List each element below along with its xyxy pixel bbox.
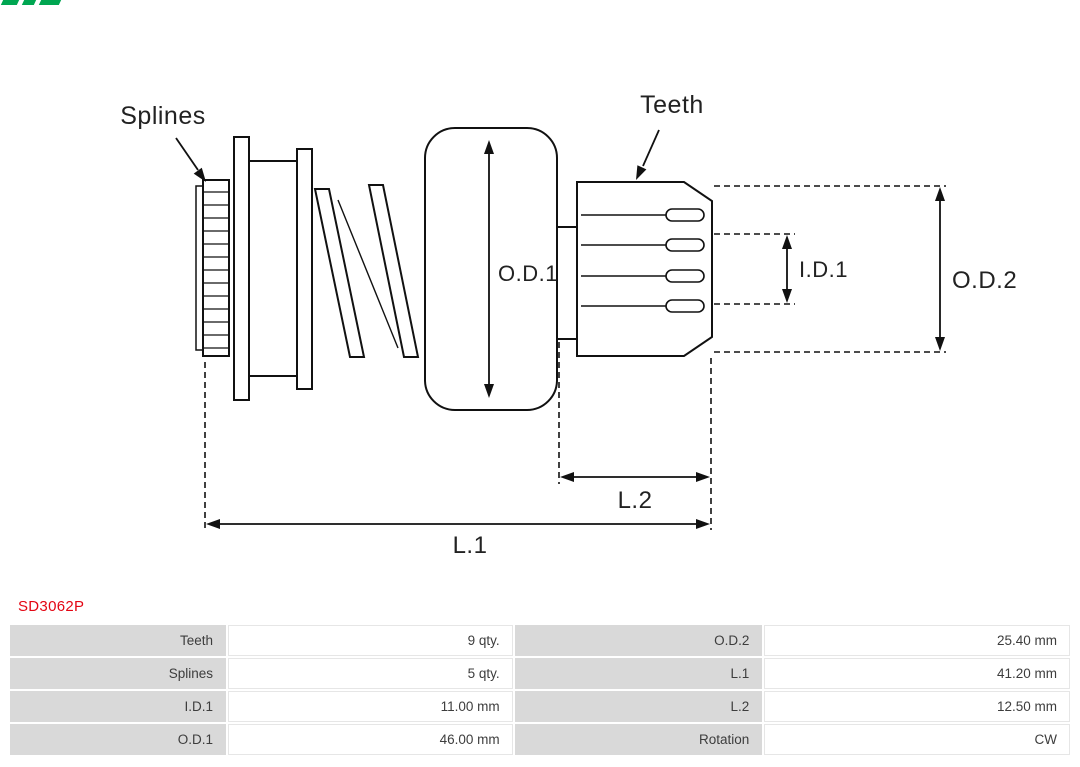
spec-key-cell: I.D.1 — [10, 691, 227, 722]
spec-value-cell: 46.00 mm — [228, 724, 513, 755]
collar — [556, 226, 578, 340]
spec-value-cell: 9 qty. — [228, 625, 513, 656]
spec-row: Teeth 9 qty. O.D.2 25.40 mm — [10, 625, 1070, 656]
od1-label: O.D.1 — [498, 261, 558, 286]
dimension-l2: L.2 — [558, 342, 712, 530]
pinion-gear — [576, 181, 713, 357]
dimension-od1: O.D.1 — [484, 140, 558, 398]
splined-shaft — [195, 179, 230, 357]
technical-drawing: O.D.1 O.D.2 I.D.1 L.2 L.1 Splines — [120, 91, 1017, 559]
dimension-id1: I.D.1 — [714, 233, 848, 305]
spec-value-cell: 25.40 mm — [764, 625, 1070, 656]
spec-value-cell: 12.50 mm — [764, 691, 1070, 722]
logo-dash-icon — [21, 0, 37, 5]
dimension-od2: O.D.2 — [714, 185, 1017, 353]
spec-value-cell: CW — [764, 724, 1070, 755]
dimension-l1: L.1 — [204, 362, 710, 559]
part-number: SD3062P — [18, 598, 85, 615]
l2-label: L.2 — [618, 487, 653, 514]
spec-key-cell: Teeth — [10, 625, 227, 656]
splines-label: Splines — [120, 102, 206, 130]
spec-key-cell: O.D.2 — [514, 625, 763, 656]
id1-label: I.D.1 — [799, 257, 848, 282]
od2-label: O.D.2 — [952, 267, 1017, 294]
logo-dash-icon — [0, 0, 20, 5]
spec-value-cell: 5 qty. — [228, 658, 513, 689]
drive-flanges — [233, 136, 313, 401]
spec-row: I.D.1 11.00 mm L.2 12.50 mm — [10, 691, 1070, 722]
gear-teeth — [581, 208, 705, 313]
logo-dash-icon — [38, 0, 62, 5]
spec-table: Teeth 9 qty. O.D.2 25.40 mm Splines 5 qt… — [8, 623, 1072, 757]
spec-value-cell: 11.00 mm — [228, 691, 513, 722]
spec-row: O.D.1 46.00 mm Rotation CW — [10, 724, 1070, 755]
brand-logo-fragment — [0, 0, 62, 5]
spec-key-cell: Rotation — [514, 724, 763, 755]
spring — [313, 184, 420, 358]
callout-splines: Splines — [120, 102, 206, 182]
spec-row: Splines 5 qty. L.1 41.20 mm — [10, 658, 1070, 689]
spec-key-cell: Splines — [10, 658, 227, 689]
teeth-label: Teeth — [640, 91, 704, 119]
callout-teeth: Teeth — [636, 91, 704, 180]
spec-value-cell: 41.20 mm — [764, 658, 1070, 689]
l1-label: L.1 — [453, 532, 488, 559]
spec-key-cell: L.2 — [514, 691, 763, 722]
spec-key-cell: L.1 — [514, 658, 763, 689]
spec-key-cell: O.D.1 — [10, 724, 227, 755]
